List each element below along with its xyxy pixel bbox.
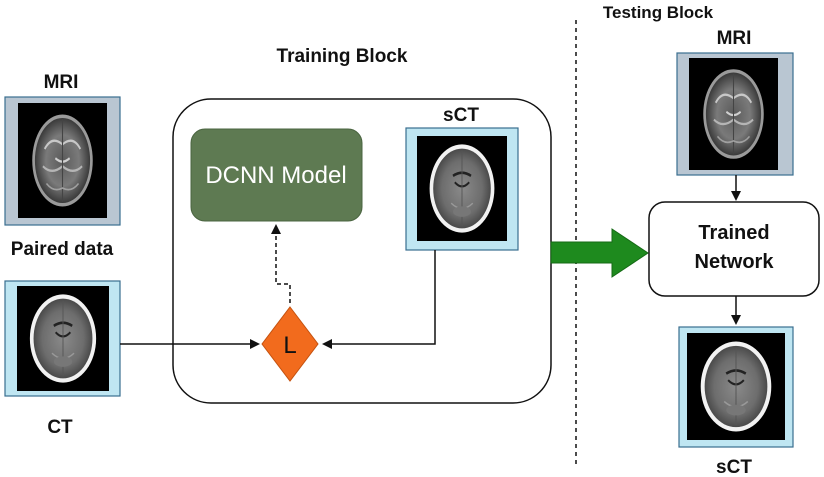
trained-network-box (648, 201, 820, 297)
trained-network-label-line1: Trained (698, 222, 769, 244)
testing-block-title: Testing Block (603, 3, 714, 22)
mri-input-image (4, 96, 121, 226)
mri-test-label: MRI (717, 28, 752, 49)
sct-train-image (405, 127, 519, 251)
ct-input-label: CT (47, 417, 73, 438)
loss-diamond (261, 306, 319, 382)
sct-test-image (678, 326, 794, 448)
mri-input-label: MRI (44, 72, 79, 93)
deploy-arrow (550, 228, 649, 278)
loss-to-dcnn-arrow (271, 224, 291, 303)
sct-test-label: sCT (716, 457, 752, 477)
sct-train-label: sCT (443, 105, 479, 126)
training-block-title: Training Block (277, 46, 408, 67)
dcnn-model-box (190, 128, 363, 222)
dcnn-model-label: DCNN Model (205, 162, 346, 189)
ct-input-image (4, 280, 121, 397)
mri-test-image (676, 52, 794, 176)
paired-data-label: Paired data (11, 239, 114, 260)
loss-label: L (283, 332, 296, 359)
trained-network-label-line2: Network (695, 251, 775, 273)
sct-to-loss-arrow (322, 250, 436, 349)
